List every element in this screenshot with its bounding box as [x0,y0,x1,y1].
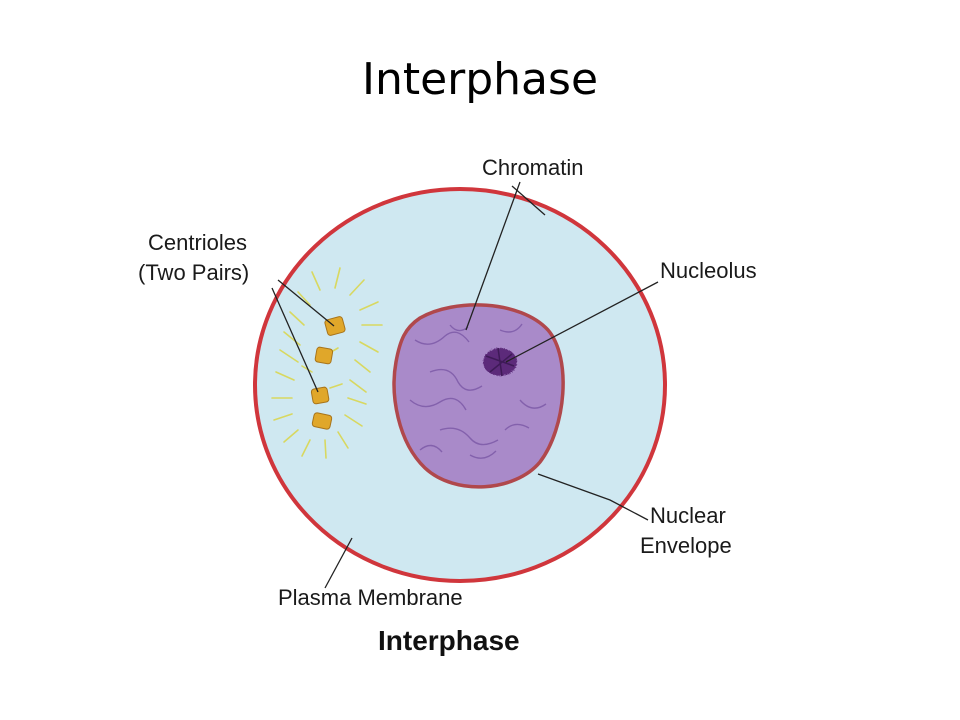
nucleolus [483,347,517,377]
centrioles [310,316,346,430]
centriole [324,316,346,336]
plasma-membrane [253,187,667,583]
nucleolus-leader [505,281,659,363]
leader-lines [271,181,659,589]
chromatin-leader [465,181,521,331]
plasma-membrane-leader [324,537,353,589]
plasma-membrane-top-leader [511,185,546,216]
centriole [311,412,333,430]
nucleus [392,303,565,489]
nuclear-envelope-label-line2: Envelope [640,533,732,558]
centrioles-leader-2 [271,287,319,393]
diagram-caption: Interphase [378,625,520,656]
plasma-membrane-label: Plasma Membrane [278,585,463,610]
aster-rays [271,267,383,459]
centrioles-leader-1 [277,279,335,327]
slide-title: Interphase [361,54,599,105]
centrioles-label-line1: Centrioles [148,230,247,255]
chromatin-strands [409,323,547,459]
chromatin-label: Chromatin [482,155,583,180]
centriole [314,346,334,365]
nuclear-envelope [392,303,565,489]
nucleoplasm [394,304,564,487]
centrioles-label-line2: (Two Pairs) [138,260,249,285]
nuclear-envelope-leader [537,473,649,521]
nuclear-envelope-label-line1: Nuclear [650,503,726,528]
centriole [310,386,330,405]
nucleolus-label: Nucleolus [660,258,757,283]
